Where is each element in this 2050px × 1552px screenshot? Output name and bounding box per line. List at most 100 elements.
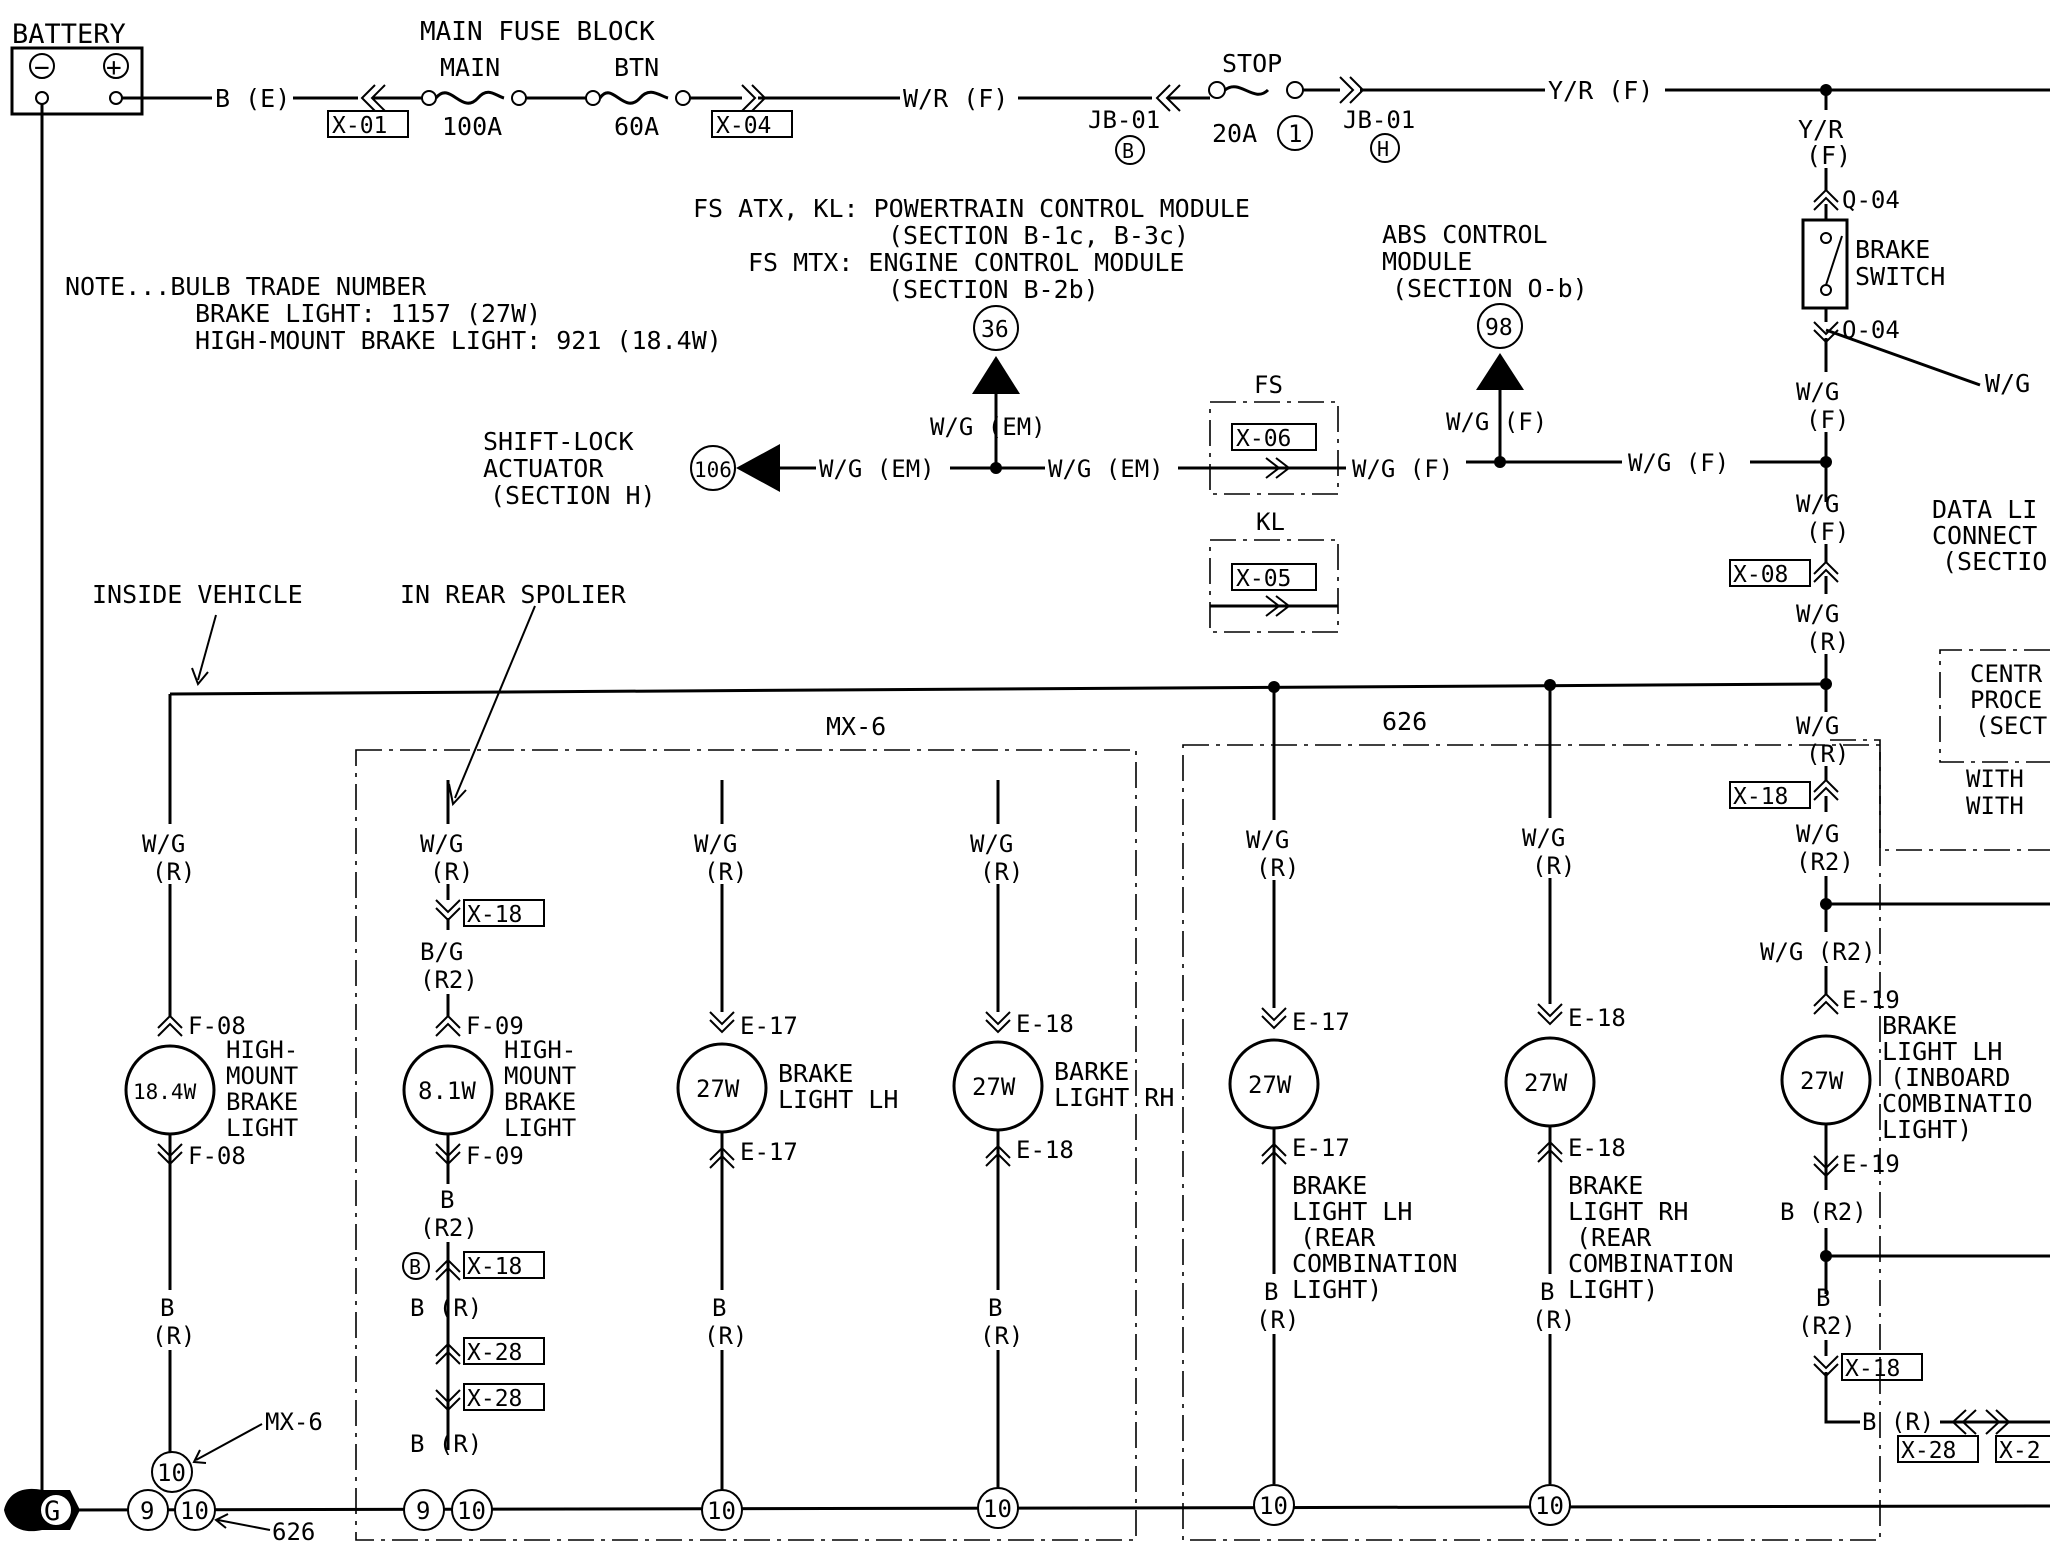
note-line-3: HIGH-MOUNT BRAKE LIGHT: 921 (18.4W) xyxy=(195,326,722,355)
pcm-line-1: FS ATX, KL: POWERTRAIN CONTROL MODULE xyxy=(693,194,1250,223)
zone-626-label: 626 xyxy=(1382,707,1427,736)
svg-text:COMBINATION: COMBINATION xyxy=(1292,1249,1458,1278)
svg-text:X-18: X-18 xyxy=(467,902,522,928)
svg-text:LIGHT): LIGHT) xyxy=(1292,1275,1382,1304)
svg-text:LIGHT LH: LIGHT LH xyxy=(1882,1037,2002,1066)
svg-text:B: B xyxy=(440,1186,454,1214)
svg-text:E-17: E-17 xyxy=(740,1012,798,1040)
wire-wg-2: W/G xyxy=(1796,490,1839,518)
svg-text:BRAKE: BRAKE xyxy=(226,1088,298,1116)
svg-text:W/G: W/G xyxy=(970,830,1013,858)
svg-text:BRAKE: BRAKE xyxy=(1568,1171,1643,1200)
svg-text:B (R): B (R) xyxy=(410,1294,482,1322)
battery-label: BATTERY xyxy=(12,19,126,50)
svg-text:B (R): B (R) xyxy=(1862,1408,1934,1436)
abs-line-2: MODULE xyxy=(1382,247,1472,276)
svg-text:10: 10 xyxy=(707,1497,736,1525)
svg-text:B: B xyxy=(712,1294,726,1322)
svg-text:(R): (R) xyxy=(704,858,747,886)
svg-text:10: 10 xyxy=(180,1497,209,1525)
jb-pin-h: H xyxy=(1377,137,1389,161)
fuse-20a: 20A xyxy=(1212,119,1257,148)
shift-lock-line-3: (SECTION H) xyxy=(490,481,656,510)
jb-pin-b: B xyxy=(1122,139,1134,163)
svg-text:LIGHT LH: LIGHT LH xyxy=(778,1085,898,1114)
brake-switch-label-2: SWITCH xyxy=(1855,262,1945,291)
svg-text:BRAKE: BRAKE xyxy=(778,1059,853,1088)
arrow-to-shift-lock xyxy=(736,444,780,492)
pcm-line-3: FS MTX: ENGINE CONTROL MODULE xyxy=(748,248,1185,277)
svg-text:B (R): B (R) xyxy=(410,1430,482,1458)
svg-text:(R2): (R2) xyxy=(420,966,478,994)
shift-lock-line-1: SHIFT-LOCK xyxy=(483,427,634,456)
ref-36: 36 xyxy=(981,317,1009,343)
svg-text:MOUNT: MOUNT xyxy=(504,1062,576,1090)
svg-text:W/G: W/G xyxy=(420,830,463,858)
pcm-line-4: (SECTION B-2b) xyxy=(888,275,1099,304)
svg-text:W/G: W/G xyxy=(1796,820,1839,848)
svg-text:(R): (R) xyxy=(1806,740,1849,768)
svg-text:HIGH-: HIGH- xyxy=(504,1036,576,1064)
svg-text:LIGHT): LIGHT) xyxy=(1568,1275,1658,1304)
svg-text:F-08: F-08 xyxy=(188,1012,246,1040)
svg-text:W/G (R2): W/G (R2) xyxy=(1760,938,1876,966)
svg-text:B: B xyxy=(988,1294,1002,1322)
svg-text:(R): (R) xyxy=(152,1322,195,1350)
zone-626 xyxy=(1182,744,1881,1541)
fuse-60a: 60A xyxy=(614,112,659,141)
conn-x01: X-01 xyxy=(332,113,387,139)
main-label: MAIN xyxy=(440,53,500,82)
zone-mx6 xyxy=(355,749,1137,1541)
svg-text:COMBINATIO: COMBINATIO xyxy=(1882,1089,2033,1118)
bulb-27w-626-rh: 27W xyxy=(1524,1069,1568,1097)
cpu-label-2: PROCE xyxy=(1970,686,2042,714)
bulb-27w-mx6-lh: 27W xyxy=(696,1075,740,1103)
svg-text:(R): (R) xyxy=(430,858,473,886)
svg-text:E-18: E-18 xyxy=(1016,1010,1074,1038)
dlc-label-3: (SECTIO xyxy=(1942,547,2047,576)
arrow-to-abs xyxy=(1476,353,1524,390)
ref-106: 106 xyxy=(694,458,732,482)
svg-text:10: 10 xyxy=(983,1495,1012,1523)
svg-text:(R2): (R2) xyxy=(1796,848,1854,876)
conn-q04-top: Q-04 xyxy=(1842,186,1900,214)
svg-text:(R): (R) xyxy=(1532,852,1575,880)
note-line-1: NOTE...BULB TRADE NUMBER xyxy=(65,272,427,301)
svg-text:LIGHT): LIGHT) xyxy=(1882,1115,1972,1144)
svg-text:9: 9 xyxy=(140,1497,154,1525)
svg-text:LIGHT LH: LIGHT LH xyxy=(1292,1197,1412,1226)
circuit-high-mount-81w: W/G (R) X-18 B/G (R2) F-09 8.1W HIGH- MO… xyxy=(402,780,576,1458)
svg-text:LIGHT RH: LIGHT RH xyxy=(1568,1197,1688,1226)
kl-label: KL xyxy=(1256,508,1285,536)
svg-text:(R2): (R2) xyxy=(1798,1312,1856,1340)
wire-w-r-f: W/R (F) xyxy=(903,84,1008,113)
main-fuse-block-label: MAIN FUSE BLOCK xyxy=(420,17,655,47)
svg-text:B: B xyxy=(160,1294,174,1322)
svg-text:(REAR: (REAR xyxy=(1576,1223,1652,1252)
bulb-27w-626-lh: 27W xyxy=(1248,1071,1292,1099)
svg-text:B: B xyxy=(1540,1278,1554,1306)
svg-text:E-17: E-17 xyxy=(740,1138,798,1166)
svg-text:BARKE: BARKE xyxy=(1054,1057,1129,1086)
svg-text:B: B xyxy=(409,1255,421,1279)
inside-vehicle-label: INSIDE VEHICLE xyxy=(92,580,303,609)
circuit-inboard-brake-light-lh: W/G (R) X-18 W/G (R2) W/G (R2) E-19 27W … xyxy=(1729,684,2050,1464)
wire-wg-right: W/G xyxy=(1985,369,2030,398)
svg-text:E-19: E-19 xyxy=(1842,986,1900,1014)
jb01-right: JB-01 xyxy=(1343,106,1415,134)
abs-line-3: (SECTION O-b) xyxy=(1392,274,1588,303)
svg-text:B: B xyxy=(1816,1284,1830,1312)
wire-y-r-f: Y/R (F) xyxy=(1548,76,1653,105)
dlc-label-1: DATA LI xyxy=(1932,495,2037,524)
abs-line-1: ABS CONTROL xyxy=(1382,220,1548,249)
shift-lock-line-2: ACTUATOR xyxy=(483,454,604,483)
note-line-2: BRAKE LIGHT: 1157 (27W) xyxy=(195,299,541,328)
battery-plus: + xyxy=(106,53,122,83)
with-label-2: WITH xyxy=(1966,792,2024,820)
svg-text:(INBOARD: (INBOARD xyxy=(1890,1063,2010,1092)
wire-wg-f-abs: W/G (F) xyxy=(1446,408,1547,436)
fuse-number: 1 xyxy=(1288,120,1302,148)
svg-text:(R): (R) xyxy=(152,858,195,886)
bulb-27w-inboard: 27W xyxy=(1800,1067,1844,1095)
